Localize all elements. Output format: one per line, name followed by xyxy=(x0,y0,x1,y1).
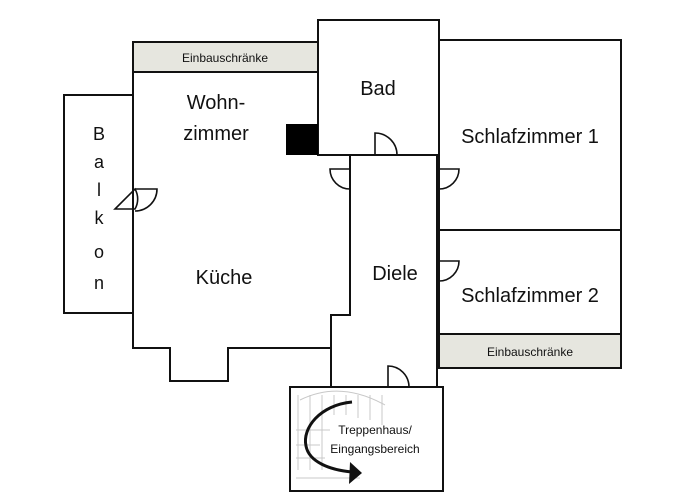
balcony-letter: a xyxy=(94,152,105,172)
cabinets-top-label: Einbauschränke xyxy=(182,51,268,65)
balcony-label: B a l k o n xyxy=(93,124,105,293)
stair-treads xyxy=(296,390,386,479)
balcony-letter: o xyxy=(94,242,104,262)
cabinets-bottom-label: Einbauschränke xyxy=(487,345,573,359)
bedroom-1 xyxy=(438,39,622,231)
built-in-cabinets-bottom xyxy=(438,333,622,369)
bedroom-1-label: Schlafzimmer 1 xyxy=(461,126,599,148)
balcony-letter: k xyxy=(95,208,105,228)
bedroom-2 xyxy=(438,229,622,335)
door-swing-icon xyxy=(329,168,351,190)
door-swing-icon xyxy=(438,168,460,190)
balcony-letter: B xyxy=(93,124,105,144)
kitchen-label: Küche xyxy=(196,267,253,289)
living-room-label-line2: zimmer xyxy=(183,123,249,145)
door-swing-icon xyxy=(374,132,398,156)
door-swing-icon xyxy=(387,365,410,388)
stairwell-label-line1: Treppenhaus/ xyxy=(338,423,412,437)
chimney-block-icon xyxy=(286,124,318,155)
living-room-label-line1: Wohn- xyxy=(187,92,246,114)
balcony-letter: n xyxy=(94,273,104,293)
door-swing-icon xyxy=(438,260,460,282)
stairwell-label-line2: Eingangsbereich xyxy=(330,442,419,456)
stairwell xyxy=(289,386,444,492)
stair-arrow-icon xyxy=(303,400,362,484)
hallway-label: Diele xyxy=(372,263,418,285)
balcony-letter: l xyxy=(97,180,101,200)
bathroom-label: Bad xyxy=(360,78,396,100)
door-swing-icon xyxy=(134,188,158,212)
balcony xyxy=(63,94,134,314)
bedroom-2-label: Schlafzimmer 2 xyxy=(461,285,599,307)
